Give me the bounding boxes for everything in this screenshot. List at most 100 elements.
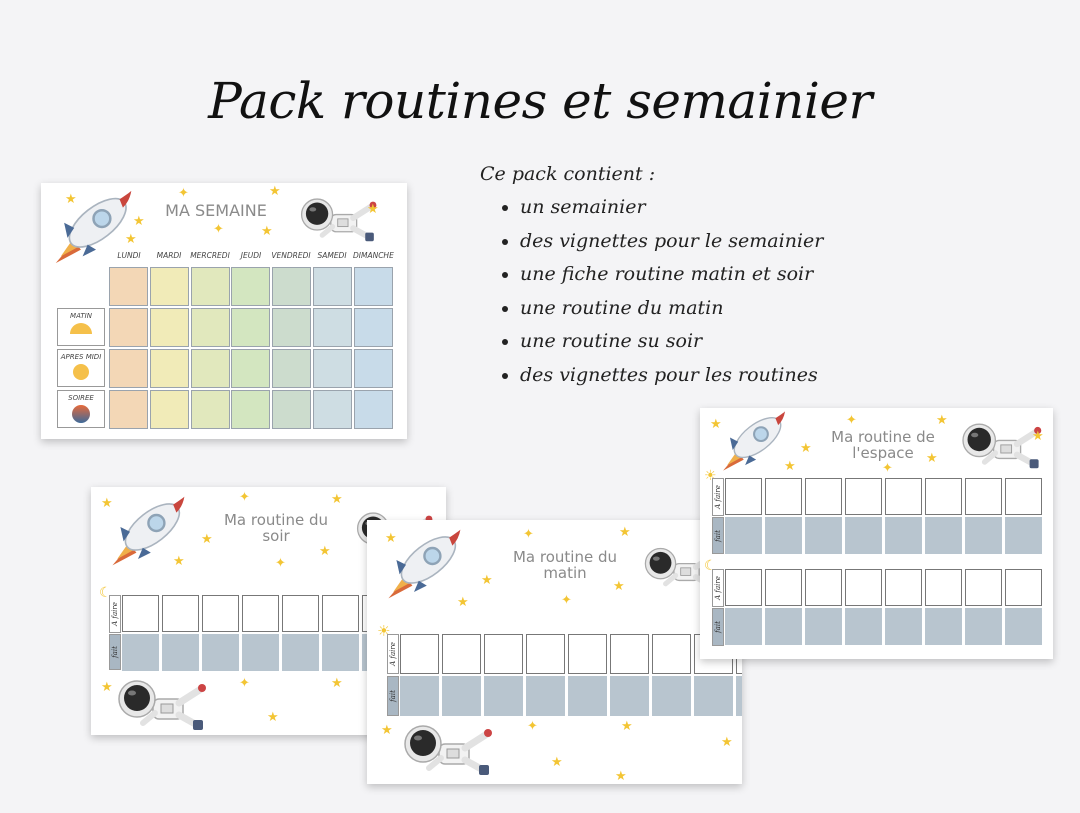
moon-icon: ☾ (99, 585, 112, 601)
star-icon: ★ (125, 232, 137, 247)
done-box (322, 634, 359, 671)
done-box (202, 634, 239, 671)
schedule-cell (272, 267, 312, 306)
todo-box (925, 478, 962, 515)
star-icon: ★ (261, 224, 273, 239)
todo-box (652, 634, 691, 674)
pack-contents: Ce pack contient : un semainier des vign… (480, 163, 823, 393)
row-label-todo: A faire (712, 569, 724, 607)
row-label-done: fait (387, 676, 399, 716)
done-box (242, 634, 279, 671)
list-item: un semainier (520, 191, 823, 225)
star-icon: ★ (269, 184, 281, 199)
schedule-cell (190, 349, 230, 388)
star-icon: ✦ (882, 461, 893, 476)
done-box (282, 634, 319, 671)
done-box (925, 517, 962, 554)
star-icon: ★ (101, 496, 113, 511)
star-icon: ★ (201, 532, 213, 547)
day-label: VENDREDI (271, 251, 311, 260)
done-box (925, 608, 962, 645)
schedule-cell (109, 308, 148, 347)
done-box (442, 676, 481, 716)
done-box (725, 517, 762, 554)
done-box (765, 517, 802, 554)
schedule-cell (190, 390, 230, 429)
schedule-cell (313, 390, 352, 429)
title-line: Ma routine du (512, 548, 617, 566)
star-icon: ✦ (523, 527, 534, 542)
star-icon: ✦ (561, 593, 572, 608)
star-icon: ★ (936, 413, 948, 428)
row-label-text: fait (111, 646, 119, 658)
routine-matin-title: Ma routine du matin (485, 548, 645, 582)
schedule-cell (190, 267, 230, 306)
sunrise-icon (70, 323, 92, 334)
done-box (162, 634, 199, 671)
star-icon: ★ (621, 719, 633, 734)
star-icon: ★ (319, 544, 331, 559)
schedule-cell (190, 308, 230, 347)
sunglasses-icon (73, 364, 89, 380)
row-label-done: fait (109, 634, 121, 670)
schedule-cell (149, 349, 189, 388)
astronaut-icon (395, 718, 495, 778)
todo-box (202, 595, 239, 632)
title-line: Ma routine de (831, 428, 935, 446)
day-label: JEUDI (240, 251, 262, 260)
star-icon: ★ (331, 492, 343, 507)
done-box (610, 676, 649, 716)
done-box (885, 608, 922, 645)
star-icon: ★ (385, 531, 397, 546)
done-box (965, 608, 1002, 645)
done-box (694, 676, 733, 716)
done-box (736, 676, 742, 716)
star-icon: ★ (331, 676, 343, 691)
todo-box (725, 478, 762, 515)
star-icon: ★ (367, 202, 379, 217)
row-label-todo: A faire (712, 478, 724, 516)
todo-box (568, 634, 607, 674)
routine-soir-title: Ma routine du soir (201, 512, 351, 545)
schedule-cell (149, 390, 189, 429)
todo-box (765, 569, 802, 606)
list-item: une routine su soir (520, 325, 823, 359)
star-icon: ✦ (178, 186, 189, 201)
row-label-text: A faire (389, 642, 397, 666)
done-box (1005, 608, 1042, 645)
list-item: des vignettes pour les routines (520, 359, 823, 393)
star-icon: ★ (481, 573, 493, 588)
todo-box (282, 595, 319, 632)
done-box (652, 676, 691, 716)
star-icon: ✦ (527, 719, 538, 734)
schedule-cell (353, 308, 393, 347)
list-item: des vignettes pour le semainier (520, 225, 823, 259)
astronaut-icon (954, 416, 1044, 472)
todo-box (1005, 569, 1042, 606)
todo-box (1005, 478, 1042, 515)
row-label-text: SOIREE (68, 394, 94, 402)
star-icon: ★ (381, 723, 393, 738)
list-item: une routine du matin (520, 292, 823, 326)
star-icon: ★ (784, 459, 796, 474)
star-icon: ★ (926, 451, 938, 466)
row-label-text: fait (714, 529, 722, 542)
schedule-cell (313, 267, 352, 306)
row-label-done: fait (712, 608, 724, 646)
contents-intro: Ce pack contient : (480, 163, 656, 185)
rocket-icon (710, 410, 794, 472)
schedule-cell (231, 390, 271, 429)
done-box (845, 608, 882, 645)
day-label: MERCREDI (190, 251, 230, 260)
todo-box (725, 569, 762, 606)
astronaut-icon (109, 673, 209, 733)
row-label-matin: MATIN (57, 308, 105, 346)
todo-box (765, 478, 802, 515)
row-label-soiree: SOIREE (57, 390, 105, 428)
done-box (122, 634, 159, 671)
todo-box (322, 595, 359, 632)
star-icon: ✦ (275, 556, 286, 571)
routine-espace-card: Ma routine de l'espace ★ ✦ ★ ★ ★ ★ ✦ ★ ☀… (700, 408, 1053, 659)
star-icon: ★ (133, 214, 145, 229)
star-icon: ★ (457, 595, 469, 610)
